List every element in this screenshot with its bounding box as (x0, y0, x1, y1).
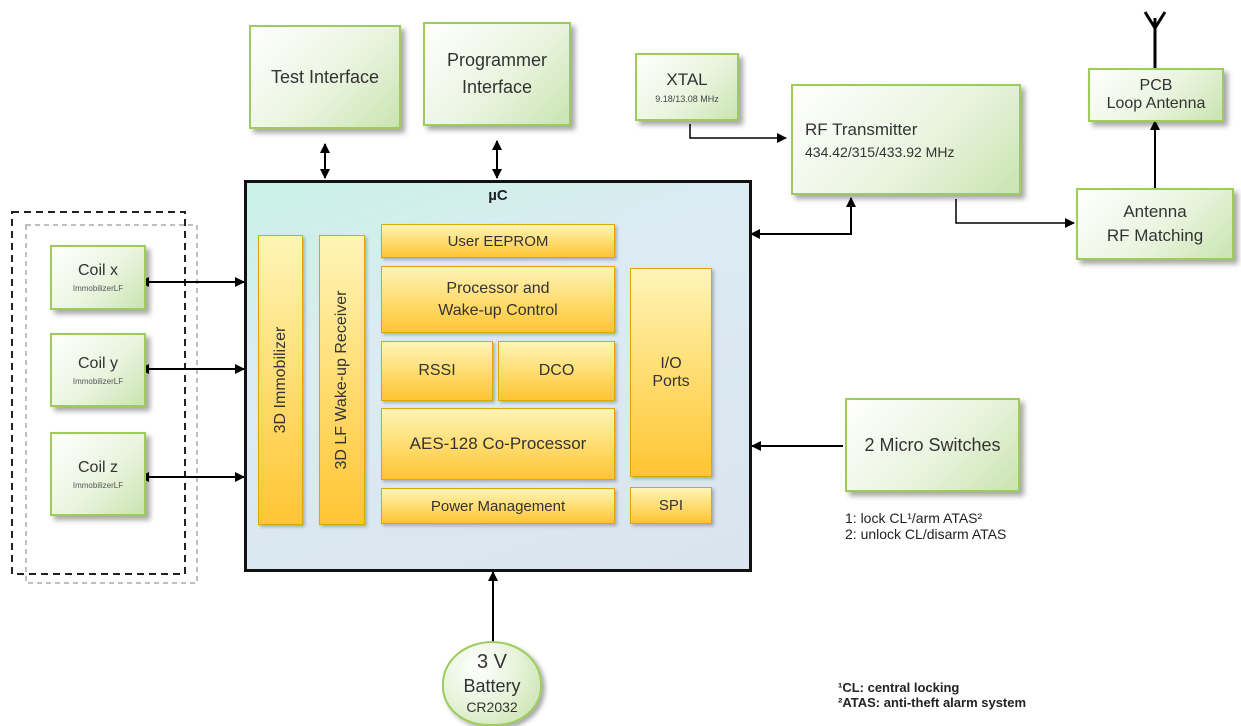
switch-notes: 1: lock CL¹/arm ATAS² 2: unlock CL/disar… (845, 510, 1006, 542)
coil-y-sub: ImmobilizerLF (72, 376, 124, 386)
rf-transmitter-frequency: 434.42/315/433.92 MHz (805, 143, 955, 160)
coil-y-block: Coil y ImmobilizerLF (50, 333, 146, 407)
antenna-rf-matching-block: Antenna RF Matching (1076, 188, 1234, 260)
immobilizer-label: 3D Immobilizer (271, 326, 289, 434)
processor-line2: Wake-up Control (438, 301, 558, 319)
io-ports-line1: I/O (660, 354, 682, 372)
processor-line1: Processor and (446, 279, 550, 297)
rssi-label: RSSI (418, 362, 456, 379)
immobilizer-block: 3D Immobilizer (258, 235, 303, 525)
antenna-matching-line2: RF Matching (1106, 226, 1204, 245)
aes-label: AES-128 Co-Processor (409, 434, 587, 453)
user-eeprom-label: User EEPROM (447, 232, 549, 250)
pcb-antenna-line1: PCB (1139, 77, 1173, 94)
antenna-matching-line1: Antenna (1123, 202, 1187, 221)
coil-x-block: Coil x ImmobilizerLF (50, 245, 146, 310)
processor-block: Processor and Wake-up Control (381, 266, 615, 333)
io-ports-line2: Ports (652, 372, 690, 390)
footnote-atas: ²ATAS: anti-theft alarm system (838, 695, 1027, 710)
rssi-block: RSSI (381, 341, 493, 401)
power-management-label: Power Management (430, 497, 566, 515)
micro-switches-block: 2 Micro Switches (845, 398, 1020, 492)
io-ports-block: I/O Ports (630, 268, 712, 477)
coil-x-sub: ImmobilizerLF (72, 284, 124, 293)
lf-receiver-label: 3D LF Wake-up Receiver (333, 290, 350, 470)
coil-z-block: Coil z ImmobilizerLF (50, 432, 146, 516)
pcb-antenna-line2: Loop Antenna (1106, 95, 1206, 112)
battery-type: CR2032 (466, 699, 518, 715)
xtal-block: XTAL 9.18/13.08 MHz (635, 53, 739, 121)
coil-z-label: Coil z (77, 458, 118, 476)
dco-block: DCO (498, 341, 615, 401)
battery-label: Battery (463, 676, 521, 696)
aes-block: AES-128 Co-Processor (381, 408, 615, 480)
mcu-label: µC (488, 187, 508, 204)
coil-z-sub: ImmobilizerLF (72, 480, 124, 490)
user-eeprom-block: User EEPROM (381, 224, 615, 258)
power-management-block: Power Management (381, 488, 615, 524)
xtal-frequency: 9.18/13.08 MHz (655, 94, 719, 104)
spi-block: SPI (630, 487, 712, 524)
programmer-label-line1: Programmer (446, 50, 548, 70)
pcb-loop-antenna-block: PCB Loop Antenna (1088, 68, 1224, 122)
coil-y-label: Coil y (77, 354, 118, 372)
switch-note-2: 2: unlock CL/disarm ATAS (845, 526, 1007, 542)
rf-transmitter-title: RF Transmitter (805, 119, 918, 139)
battery-block: 3 V Battery CR2032 (442, 641, 542, 726)
test-interface-label: Test Interface (270, 66, 380, 87)
footnote-cl: ¹CL: central locking (838, 680, 960, 695)
programmer-interface-block: Programmer Interface (423, 22, 571, 126)
lf-wakeup-receiver-block: 3D LF Wake-up Receiver (319, 235, 365, 525)
switch-note-1: 1: lock CL¹/arm ATAS² (845, 510, 983, 526)
programmer-label-line2: Interface (461, 77, 533, 97)
battery-voltage: 3 V (476, 651, 508, 673)
micro-switches-label: 2 Micro Switches (864, 434, 1001, 455)
xtal-title: XTAL (666, 70, 708, 89)
spi-label: SPI (658, 497, 684, 514)
microcontroller-block: µC 3D Immobilizer 3D LF Wake-up Receiver… (244, 180, 752, 572)
test-interface-block: Test Interface (249, 25, 401, 129)
dco-label: DCO (538, 362, 575, 379)
rf-transmitter-block: RF Transmitter 434.42/315/433.92 MHz (791, 84, 1021, 195)
footnotes: ¹CL: central locking ²ATAS: anti-theft a… (838, 680, 1026, 710)
coil-x-label: Coil x (77, 262, 118, 279)
